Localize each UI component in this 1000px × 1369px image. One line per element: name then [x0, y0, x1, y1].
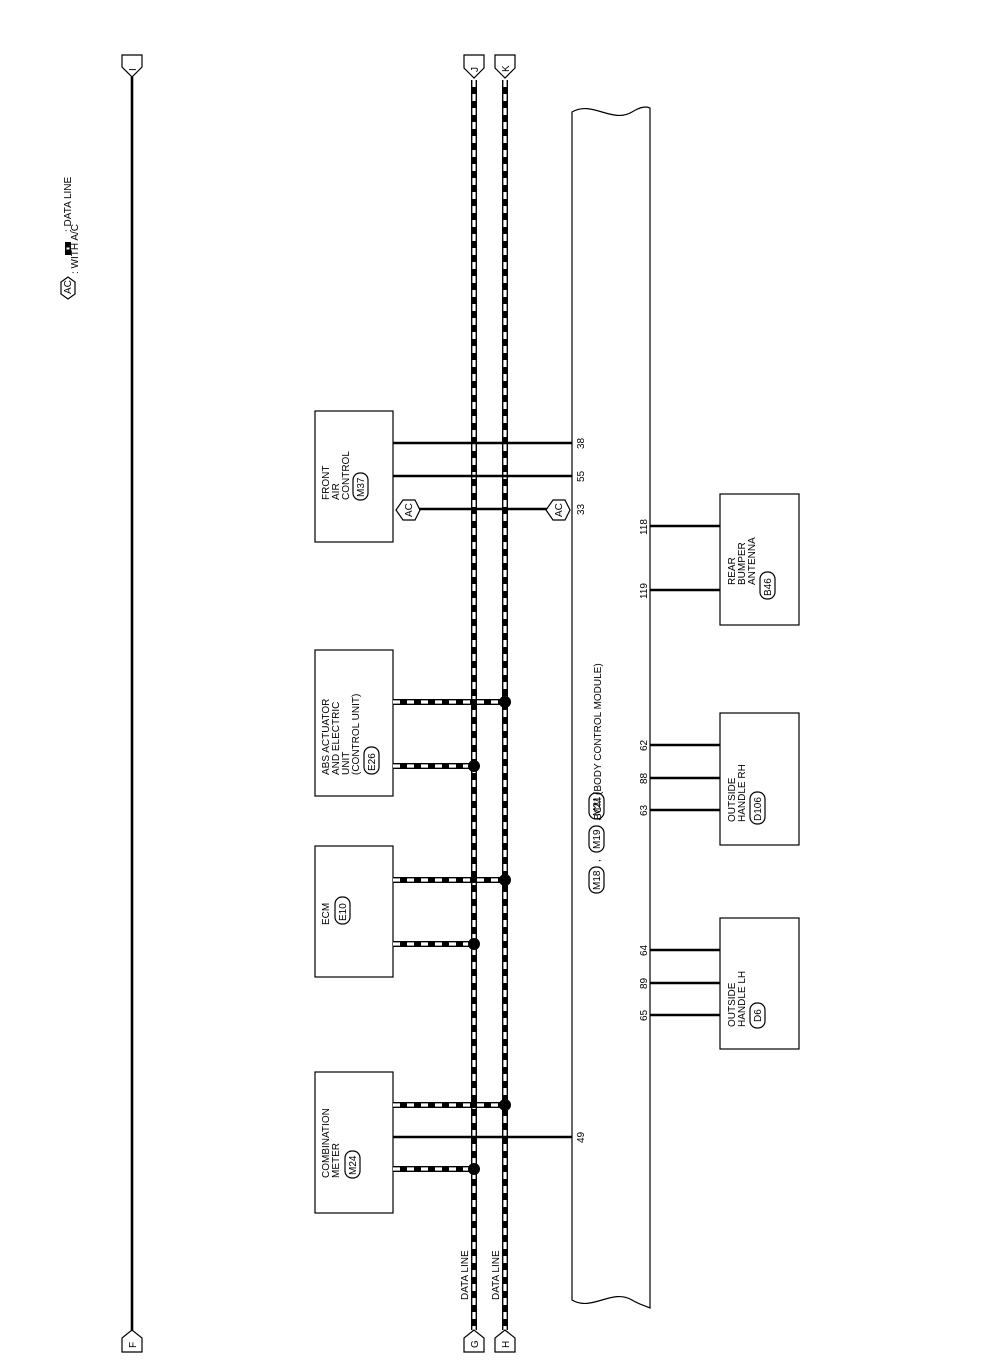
abs-actuator: ABS ACTUATOR AND ELECTRIC UNIT (CONTROL … [314, 649, 511, 797]
pin-38: 38 [576, 437, 587, 449]
front-air-control-connector: M37 [356, 477, 367, 497]
front-air-control: FRONT AIR CONTROL M37 AC AC 38 55 33 [314, 410, 587, 543]
outside-handle-rh-connector: D106 [753, 797, 764, 821]
ac-tag-right-text: AC [554, 503, 565, 517]
legend-data-line-text: : DATA LINE [63, 176, 74, 232]
ecm-line-1: ECM [321, 903, 332, 925]
bcm-connector-m19-box [588, 825, 605, 853]
bcm-connector-m19: M19 [592, 829, 603, 849]
outside-handle-rh: OUTSIDE HANDLE RH D106 62 88 63 [639, 712, 800, 846]
bcm-connector-m21: M21 [592, 796, 603, 816]
abs-actuator-line-4: (CONTROL UNIT) [351, 694, 362, 775]
combination-meter-line-1: COMBINATION [321, 1108, 332, 1178]
circuit-i-f: I F [121, 54, 143, 1353]
pin-55: 55 [576, 470, 587, 482]
rear-bumper-antenna-line-1: REAR [727, 557, 738, 585]
connector-k-arrow [494, 54, 516, 79]
rear-bumper-antenna-line-3: ANTENNA [747, 537, 758, 585]
combination-meter-connector: M24 [348, 1155, 359, 1175]
bcm-label: BCM (BODY CONTROL MODULE) [593, 663, 604, 820]
outside-handle-lh-box [719, 917, 800, 1050]
connector-j-arrow [463, 54, 485, 79]
legend: : DATA LINE AC : WITH A/C [60, 176, 81, 300]
outside-handle-lh: OUTSIDE HANDLE LH D6 64 89 65 [639, 917, 800, 1050]
outside-handle-lh-line-1: OUTSIDE [727, 982, 738, 1027]
splice-ecm-j [468, 938, 480, 950]
pin-63: 63 [639, 804, 650, 816]
ac-tag-right [545, 499, 571, 521]
data-line-label-h: DATA LINE [491, 1250, 502, 1300]
ecm-box [314, 845, 394, 978]
data-line-label-g: DATA LINE [460, 1250, 471, 1300]
splice-meter-j [468, 1163, 480, 1175]
pin-119: 119 [639, 583, 650, 599]
connector-i-arrow [121, 54, 143, 78]
connector-h-label: H [501, 1341, 512, 1348]
pin-33: 33 [576, 503, 587, 515]
splice-meter-k [499, 1099, 511, 1111]
splice-abs-j [468, 760, 480, 772]
legend-ac-tag-text: AC [63, 280, 74, 294]
rear-bumper-antenna-connector-box [759, 571, 776, 600]
pin-89: 89 [639, 977, 650, 989]
legend-ac-tag [60, 276, 76, 300]
abs-actuator-connector-box [363, 746, 380, 775]
splice-ecm-k [499, 874, 511, 886]
front-air-control-line-2: AIR [331, 483, 342, 500]
outside-handle-rh-line-1: OUTSIDE [727, 777, 738, 822]
splice-abs-k [499, 696, 511, 708]
rear-bumper-antenna-connector: B46 [763, 578, 774, 596]
combination-meter: COMBINATION METER M24 49 [314, 1071, 587, 1214]
rear-bumper-antenna-line-2: BUMPER [737, 542, 748, 585]
ecm: ECM E10 [314, 845, 511, 978]
ac-tag-left [395, 499, 421, 521]
bcm-outline [571, 106, 651, 1309]
connector-g-label: G [470, 1340, 481, 1348]
abs-actuator-line-3: UNIT [341, 752, 352, 775]
pin-62: 62 [639, 739, 650, 751]
front-air-control-line-1: FRONT [321, 466, 332, 500]
rear-bumper-antenna-box [719, 493, 800, 626]
combination-meter-line-2: METER [331, 1143, 342, 1178]
bcm-connector-m21-box [588, 792, 605, 820]
front-air-control-line-3: CONTROL [341, 451, 352, 500]
pin-64: 64 [639, 944, 650, 956]
outside-handle-rh-connector-box [749, 791, 766, 825]
abs-actuator-connector: E26 [367, 753, 378, 771]
bcm-connector-sep-1: , [592, 859, 603, 862]
abs-actuator-line-2: AND ELECTRIC [331, 702, 342, 775]
combination-meter-connector-box [344, 1150, 361, 1179]
rear-bumper-antenna: REAR BUMPER ANTENNA B46 118 119 [639, 493, 800, 626]
ecm-connector-box [334, 896, 351, 925]
pin-49: 49 [576, 1131, 587, 1143]
connector-h-arrow [494, 1329, 516, 1353]
connector-f-label: F [128, 1342, 139, 1348]
bcm-connector-m18-box [588, 866, 605, 894]
bcm-block: BCM (BODY CONTROL MODULE) M18 , M19 , M2… [571, 106, 651, 1309]
abs-actuator-line-1: ABS ACTUATOR [321, 699, 332, 775]
combination-meter-box [314, 1071, 394, 1214]
pin-118: 118 [639, 519, 650, 535]
connector-g-arrow [463, 1329, 485, 1353]
pin-88: 88 [639, 772, 650, 784]
bcm-connector-sep-2: , [592, 818, 603, 821]
outside-handle-rh-line-2: HANDLE RH [737, 764, 748, 822]
ecm-connector: E10 [338, 903, 349, 921]
pin-65: 65 [639, 1009, 650, 1021]
connector-i-label: I [128, 68, 139, 71]
connector-j-label: J [470, 67, 481, 72]
connector-f-arrow [121, 1329, 143, 1353]
outside-handle-lh-line-2: HANDLE LH [737, 971, 748, 1027]
connector-k-label: K [501, 65, 512, 72]
ac-tag-left-text: AC [404, 503, 415, 517]
bcm-connector-m18: M18 [592, 870, 603, 890]
abs-actuator-box [314, 649, 394, 797]
outside-handle-lh-connector: D6 [753, 1009, 764, 1022]
outside-handle-lh-connector-box [749, 1002, 766, 1029]
legend-with-ac-text: : WITH A/C [70, 224, 81, 274]
front-air-control-connector-box [352, 472, 369, 501]
